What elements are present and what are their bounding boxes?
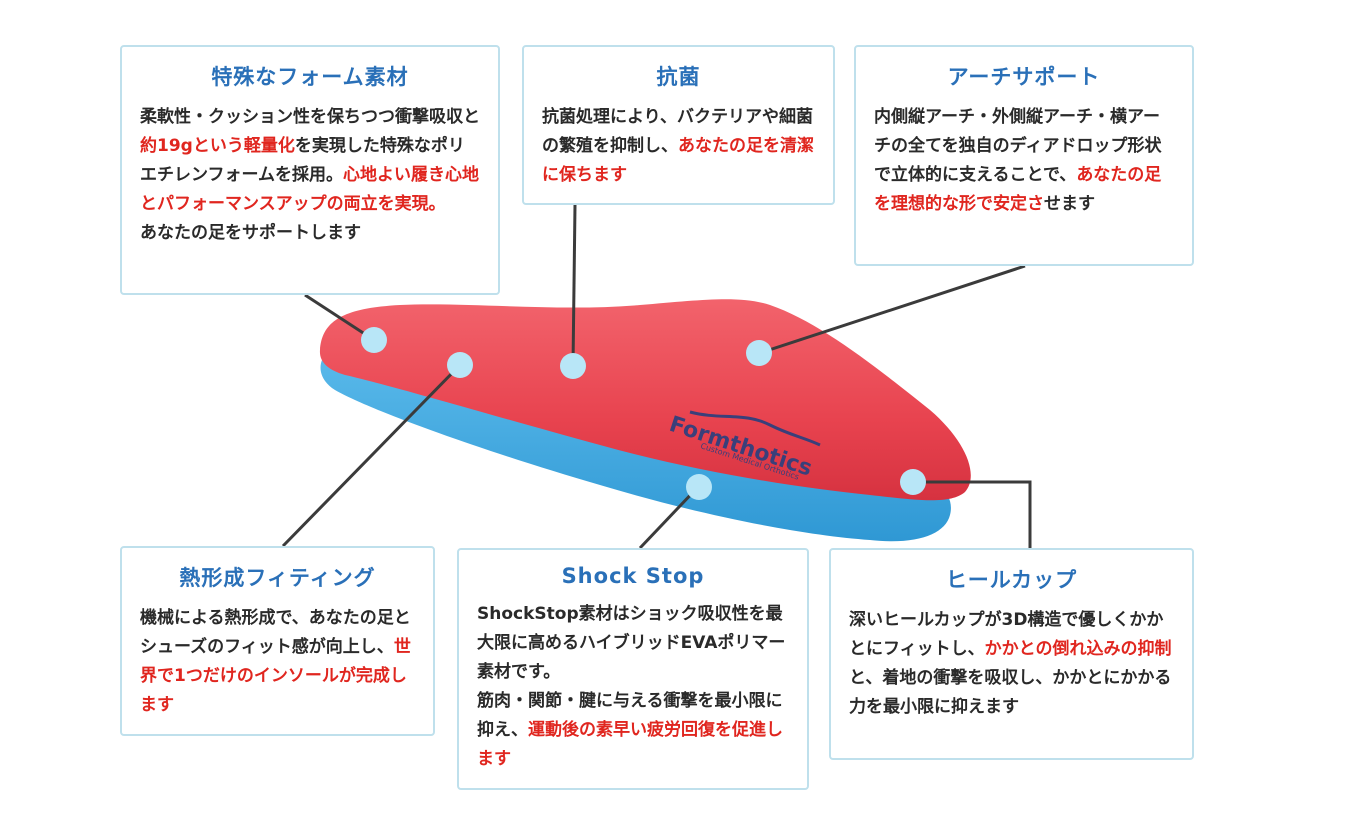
card-title: 抗菌 [656,65,701,89]
card-foam: 特殊なフォーム素材 柔軟性・クッション性を保ちつつ衝撃吸収と約19gという軽量化… [120,45,500,295]
marker-dot-arch [746,340,772,366]
insole-red-layer [319,299,971,501]
card-highlight: 心地よい履き心地とパフォーマンスアップの両立を実現。 [140,165,479,214]
connector-shock [638,485,700,550]
card-text: を実現した特殊なポリエチレンフォームを採用。 [140,136,465,185]
card-body: 柔軟性・クッション性を保ちつつ衝撃吸収と約19gという軽量化を実現した特殊なポリ… [140,103,480,248]
marker-dot-heel [900,469,926,495]
card-highlight: 約19gという軽量化 [140,136,295,156]
card-text: 機械による熱形成で、あなたの足とシューズのフィット感が向上し、 [140,608,411,657]
card-text: 筋肉・関節・腱に与える衝撃を最小限に抑え、 [477,691,783,740]
marker-dot-thermo [447,352,473,378]
card-arch: アーチサポート 内側縦アーチ・外側縦アーチ・横アーチの全てを独自のディアドロップ… [854,45,1194,266]
card-highlight: 世界で1つだけのインソールが完成します [140,637,411,715]
connector-foam [304,293,375,342]
card-text: あなたの足をサポートします [140,223,361,243]
card-highlight: あなたの足を清潔に保ちます [542,136,814,185]
card-text: せます [1044,194,1095,214]
card-title: 熱形成フィティング [179,566,376,590]
card-text: 柔軟性・クッション性を保ちつつ衝撃吸収と [140,107,480,127]
connector-arch [759,264,1026,355]
card-title: Shock Stop [561,564,705,588]
card-antibac: 抗菌 抗菌処理により、バクテリアや細菌の繁殖を抑制し、あなたの足を清潔に保ちます [522,45,835,205]
marker-dot-shock [686,474,712,500]
brand-wave [689,410,821,447]
card-shock: Shock Stop ShockStop素材はショック吸収性を最大限に高めるハイ… [457,548,809,790]
card-title: ヒールカップ [945,568,1078,592]
marker-dot-antibac [560,353,586,379]
card-text: と、着地の衝撃を吸収し、かかとにかかる力を最小限に抑えます [849,668,1172,717]
connector-antibac [571,204,577,367]
connector-thermo [281,363,462,548]
card-body: ShockStop素材はショック吸収性を最大限に高めるハイブリッドEVAポリマー… [477,600,789,774]
card-body: 深いヒールカップが3D構造で優しくかかとにフィットし、かかとの倒れ込みの抑制と、… [849,606,1174,722]
card-text: 深いヒールカップが3D構造で優しくかかとにフィットし、 [849,610,1164,659]
card-text: ShockStop素材はショック吸収性を最大限に高めるハイブリッドEVAポリマー… [477,604,786,682]
card-title: アーチサポート [947,65,1101,89]
connector-heel [913,480,1032,548]
card-body: 機械による熱形成で、あなたの足とシューズのフィット感が向上し、世界で1つだけのイ… [140,604,415,720]
card-body: 内側縦アーチ・外側縦アーチ・横アーチの全てを独自のディアドロップ形状で立体的に支… [874,103,1174,219]
marker-dot-foam [361,327,387,353]
card-thermo: 熱形成フィティング 機械による熱形成で、あなたの足とシューズのフィット感が向上し… [120,546,435,736]
card-highlight: かかとの倒れ込みの抑制 [984,639,1172,659]
card-text: 内側縦アーチ・外側縦アーチ・横アーチの全てを独自のディアドロップ形状で立体的に支… [874,107,1162,185]
card-highlight: 運動後の素早い疲労回復を促進します [477,720,783,769]
card-body: 抗菌処理により、バクテリアや細菌の繁殖を抑制し、あなたの足を清潔に保ちます [542,103,815,190]
card-highlight: あなたの足を理想的な形で安定さ [874,165,1162,214]
card-title: 特殊なフォーム素材 [211,65,409,89]
card-heel: ヒールカップ 深いヒールカップが3D構造で優しくかかとにフィットし、かかとの倒れ… [829,548,1194,760]
card-text: 抗菌処理により、バクテリアや細菌の繁殖を抑制し、 [542,107,813,156]
